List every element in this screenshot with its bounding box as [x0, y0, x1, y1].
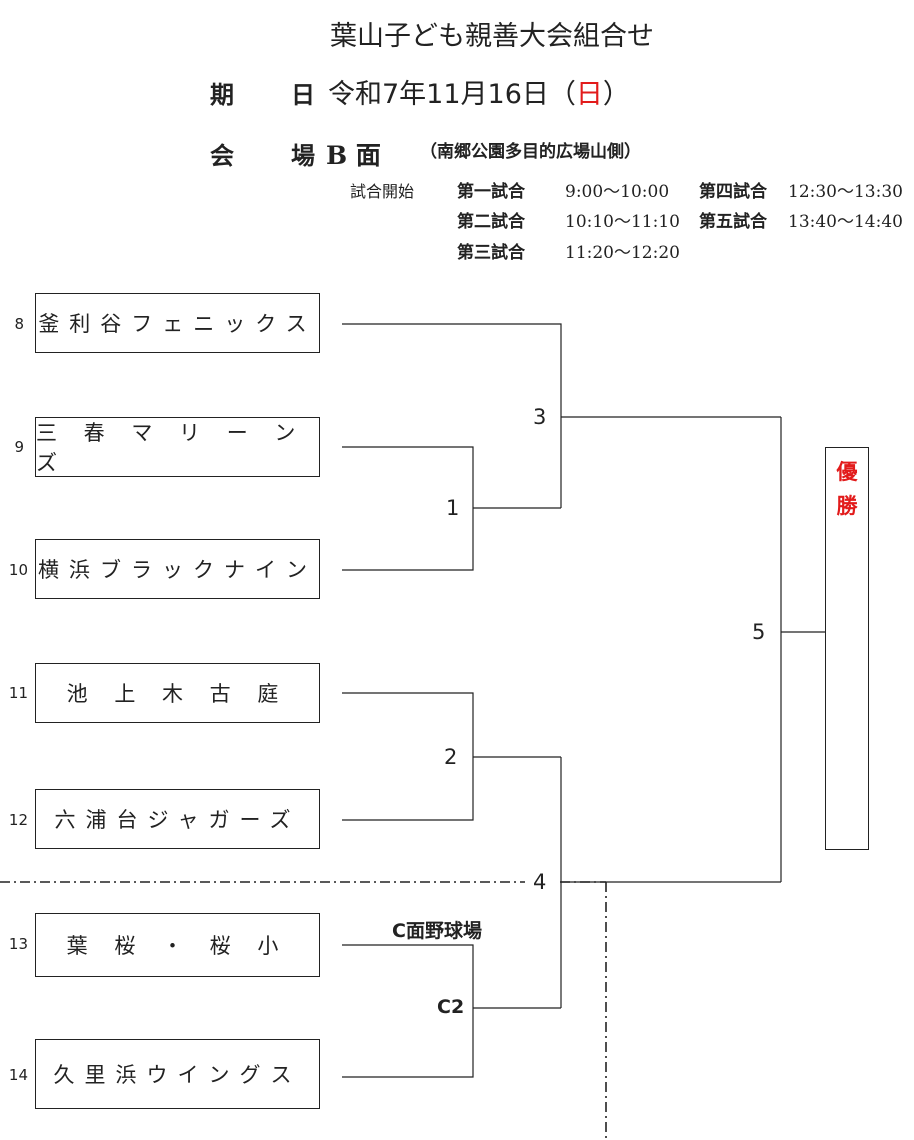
schedule-game-4-name: 第四試合 [699, 182, 767, 202]
venue-court: B 面 [326, 141, 381, 170]
team-name: 久里浜ウイングス [53, 1063, 302, 1087]
bracket-line-c2 [342, 944, 474, 1078]
team-box-hazakura-sakurasho: 葉 桜 ・ 桜 小 [35, 913, 320, 977]
team-box-mutsuuradai-jaguars: 六浦台ジャガーズ [35, 789, 320, 849]
team-box-yokohama-black-nine: 横浜ブラックナイン [35, 539, 320, 599]
match-number-2: 2 [444, 745, 458, 769]
team-name: 横浜ブラックナイン [38, 558, 317, 582]
venue-label-a: 会 [210, 142, 234, 170]
venue-note: （南郷公園多目的広場山側） [420, 142, 641, 162]
field-label-c: C面野球場 [392, 920, 482, 942]
team-seed-9: 9 [14, 438, 24, 456]
date-label-a: 期 [210, 81, 234, 109]
schedule-game-1-time: 9:00～10:00 [565, 182, 670, 202]
date-value: 令和7年11月16日（日） [328, 79, 630, 110]
schedule-game-2-time: 10:10～11:10 [565, 212, 680, 232]
schedule-game-2-name: 第二試合 [457, 212, 525, 232]
team-box-kurihama-wings: 久里浜ウイングス [35, 1039, 320, 1109]
schedule-heading: 試合開始 [350, 182, 415, 201]
team-box-kamariya-phoenix: 釜利谷フェニックス [35, 293, 320, 353]
date-label-b: 日 [291, 81, 315, 109]
team-seed-14: 14 [8, 1066, 28, 1084]
date-weekday: 日 [575, 79, 603, 110]
match-label-c2: C2 [437, 996, 465, 1018]
team-seed-8: 8 [14, 315, 24, 333]
match-number-1: 1 [446, 496, 460, 520]
team-name: 池 上 木 古 庭 [66, 682, 289, 706]
schedule-game-4-time: 12:30～13:30 [788, 182, 903, 202]
schedule-game-5-time: 13:40～14:40 [788, 212, 903, 232]
winner-label-2: 勝 [836, 494, 858, 518]
team-box-miharu-marines: 三 春 マ リ ー ン ズ [35, 417, 320, 477]
match-number-3: 3 [533, 405, 547, 429]
team-name: 釜利谷フェニックス [38, 312, 317, 336]
schedule-game-3-time: 11:20～12:20 [565, 243, 680, 263]
team-name: 三 春 マ リ ー ン ズ [36, 421, 306, 475]
match-number-4: 4 [533, 870, 547, 894]
team-box-ikegami-kikoba: 池 上 木 古 庭 [35, 663, 320, 723]
schedule-game-3-name: 第三試合 [457, 243, 525, 263]
winner-box: 優 勝 [825, 447, 869, 850]
venue-label-b: 場 [291, 142, 315, 170]
team-seed-13: 13 [8, 935, 28, 953]
schedule-game-5-name: 第五試合 [699, 212, 767, 232]
match-number-5: 5 [752, 620, 766, 644]
winner-label-1: 優 [836, 460, 858, 484]
team-seed-10: 10 [8, 561, 28, 579]
schedule-game-1-name: 第一試合 [457, 182, 525, 202]
team-seed-11: 11 [8, 684, 28, 702]
team-seed-12: 12 [8, 811, 28, 829]
bracket-line-m3 [342, 323, 562, 508]
team-name: 葉 桜 ・ 桜 小 [66, 934, 289, 958]
page-title: 葉山子ども親善大会組合せ [330, 21, 654, 52]
team-name: 六浦台ジャガーズ [54, 808, 301, 832]
